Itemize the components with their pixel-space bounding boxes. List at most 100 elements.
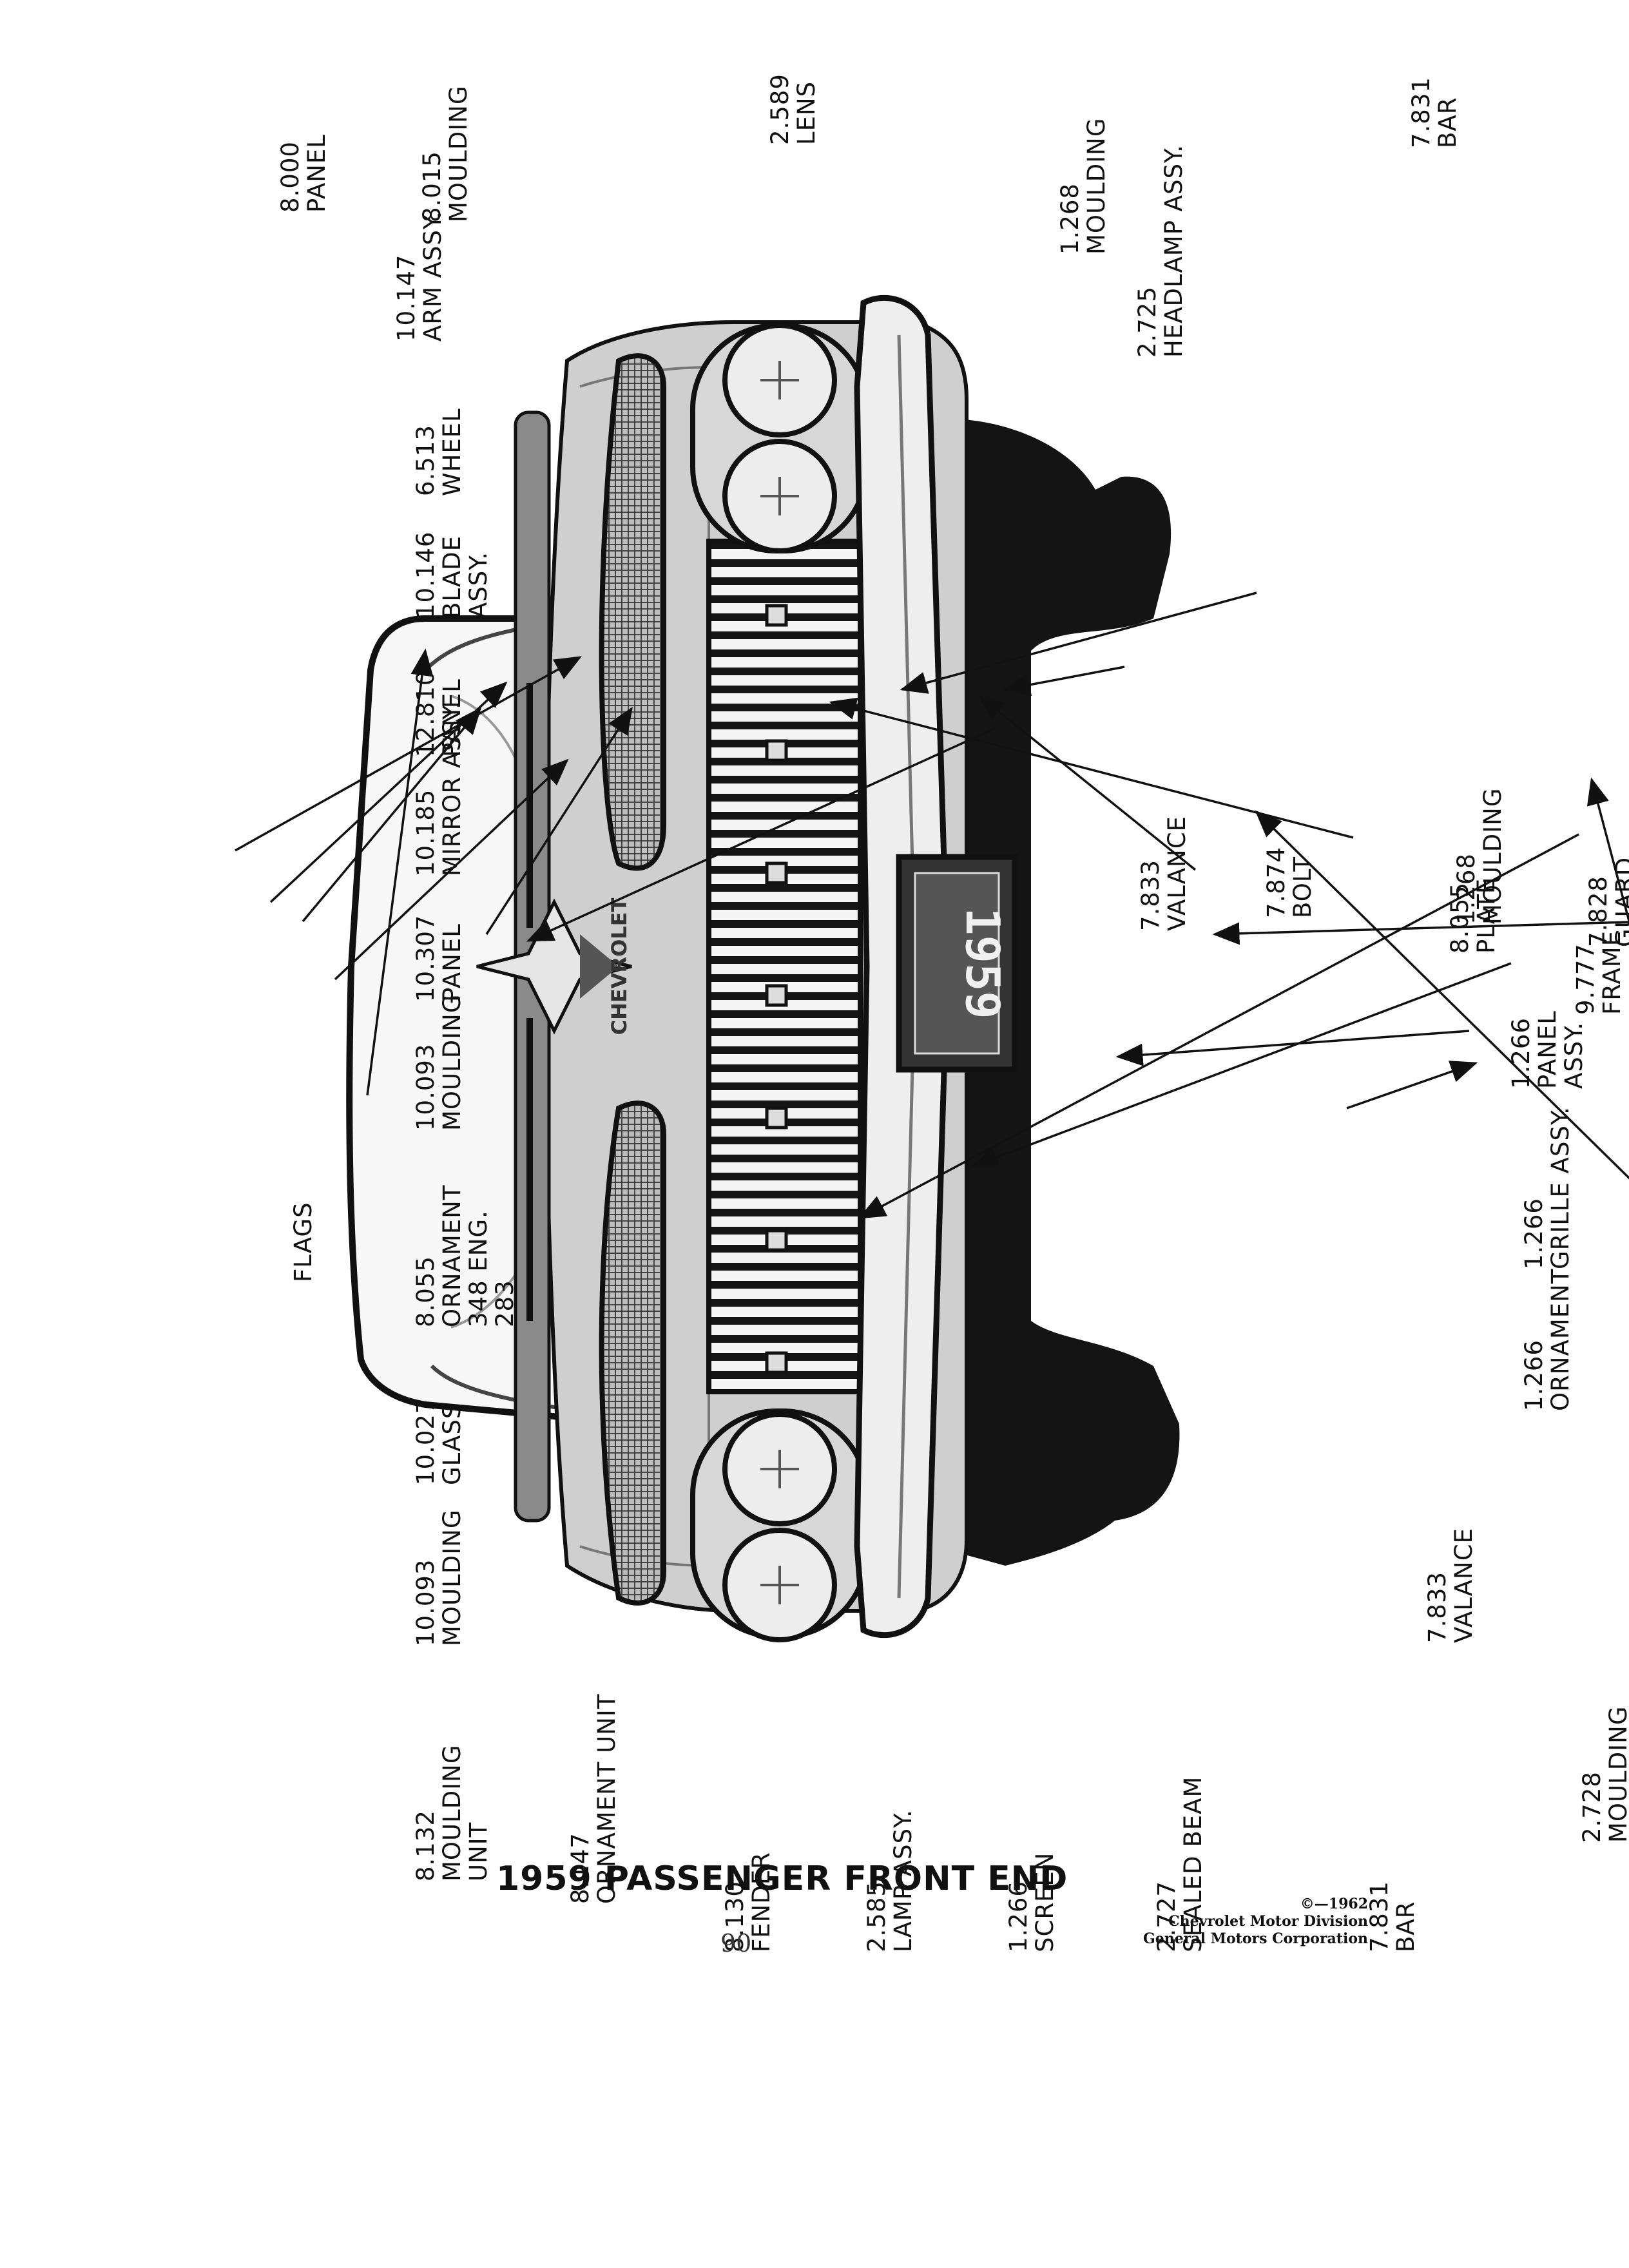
- copyright-line: Chevrolet Motor Division: [1168, 1913, 1368, 1930]
- callout-line: HEADLAMP ASSY.: [1160, 144, 1188, 358]
- right-parking-lamp: [599, 1100, 666, 1606]
- callout-line: 2.725: [1133, 286, 1161, 358]
- copyright-block: ©—1962 Chevrolet Motor Division General …: [1143, 1896, 1368, 1948]
- copyright-line: ©—1962: [1300, 1896, 1368, 1912]
- callout-line: BLADE: [438, 535, 466, 619]
- callout-line: ORNAMENT: [438, 1184, 466, 1327]
- callout-line: MOULDING: [438, 1509, 466, 1647]
- callout-line: MOULDING: [1605, 1706, 1629, 1843]
- callout-line: MOULDING: [438, 994, 466, 1131]
- callout-line: MOULDING: [1083, 117, 1110, 255]
- callout-line: 10.093: [412, 1043, 439, 1131]
- callout-line: 1.266: [1520, 1340, 1548, 1411]
- emblem-text: CHEVROLET: [607, 898, 631, 1035]
- callout-line: 1.266: [1507, 1017, 1535, 1089]
- copyright-line: General Motors Corporation: [1142, 1930, 1368, 1947]
- callout-line: MIRROR ASSY.: [438, 701, 466, 876]
- callout-line: GRILLE ASSY.: [1547, 1106, 1574, 1269]
- callout-line: ORNAMENT: [1547, 1268, 1574, 1411]
- callout-line: VALANCE: [1450, 1528, 1478, 1643]
- callout-line: 7.874: [1262, 847, 1290, 918]
- callout-line: BAR: [1392, 1901, 1420, 1952]
- callout-line: 9.777: [1572, 943, 1599, 1015]
- callout-line: ASSY.: [1560, 1021, 1588, 1089]
- callout-line: 8.055: [1446, 882, 1474, 954]
- callout-line: 10.093: [412, 1559, 439, 1646]
- license-plate: [896, 854, 1018, 1073]
- callout-line: 1.266: [1520, 1198, 1548, 1269]
- callout-line: PLATE: [1472, 878, 1500, 954]
- callout-line: MOULDING: [445, 85, 472, 223]
- plate-text: 1959: [956, 907, 1010, 1019]
- callout-line: 7.833: [1423, 1571, 1451, 1643]
- callout-line: 348 ENG.: [465, 1210, 492, 1327]
- callout-line: 2.589: [766, 73, 794, 145]
- callout-line: MOULDING: [438, 1744, 466, 1882]
- leader-lines: [235, 591, 1629, 1219]
- callout-line: 7.833: [1137, 860, 1164, 931]
- callout-line: FLAGS: [289, 1202, 317, 1282]
- callout-line: 1.268: [1056, 183, 1084, 255]
- flags-emblem: [476, 898, 632, 1035]
- page-number: 90: [720, 1929, 752, 1957]
- left-parking-lamp: [599, 353, 666, 871]
- callout-line: 7.831: [1365, 1881, 1393, 1952]
- callout-line: WHEEL: [438, 408, 466, 496]
- grille-assembly: [706, 539, 863, 1394]
- callout-line: GLASS: [438, 1403, 466, 1485]
- callout-line: PANEL: [438, 923, 466, 1002]
- callout-label: FLAGS: [289, 1202, 317, 1282]
- callout-line: PANEL: [303, 134, 331, 213]
- right-headlamp-pair: [690, 1408, 869, 1642]
- callout-line: 8.055: [412, 1256, 439, 1327]
- callout-line: 7.831: [1407, 77, 1435, 148]
- callout-line: VALANCE: [1163, 816, 1191, 931]
- callout-line: 8.132: [412, 1810, 439, 1881]
- page-title: 1959 PASSENGER FRONT END: [496, 1860, 1068, 1898]
- callout-line: 8.000: [276, 141, 304, 213]
- callout-line: 283: [491, 1280, 519, 1327]
- callout-line: LENS: [793, 81, 820, 145]
- callout-line: UNIT: [465, 1821, 492, 1881]
- callout-line: ASSY.: [465, 551, 492, 619]
- callout-line: FRAME: [1598, 930, 1626, 1015]
- callout-line: PANEL: [1534, 1010, 1561, 1089]
- callout-line: 2.728: [1578, 1771, 1606, 1843]
- left-headlamp-pair: [690, 323, 869, 553]
- callout-line: 10.147: [392, 254, 420, 341]
- callout-line: BOLT: [1289, 856, 1316, 918]
- callout-line: ARM ASSY.: [419, 211, 447, 341]
- callout-line: 8.015: [418, 151, 446, 222]
- callout-line: BAR: [1434, 97, 1461, 148]
- callout-line: 10.307: [412, 914, 439, 1002]
- callout-line: 10.027: [412, 1398, 439, 1485]
- callout-line: 10.185: [412, 789, 439, 876]
- callout-line: 10.146: [412, 531, 439, 619]
